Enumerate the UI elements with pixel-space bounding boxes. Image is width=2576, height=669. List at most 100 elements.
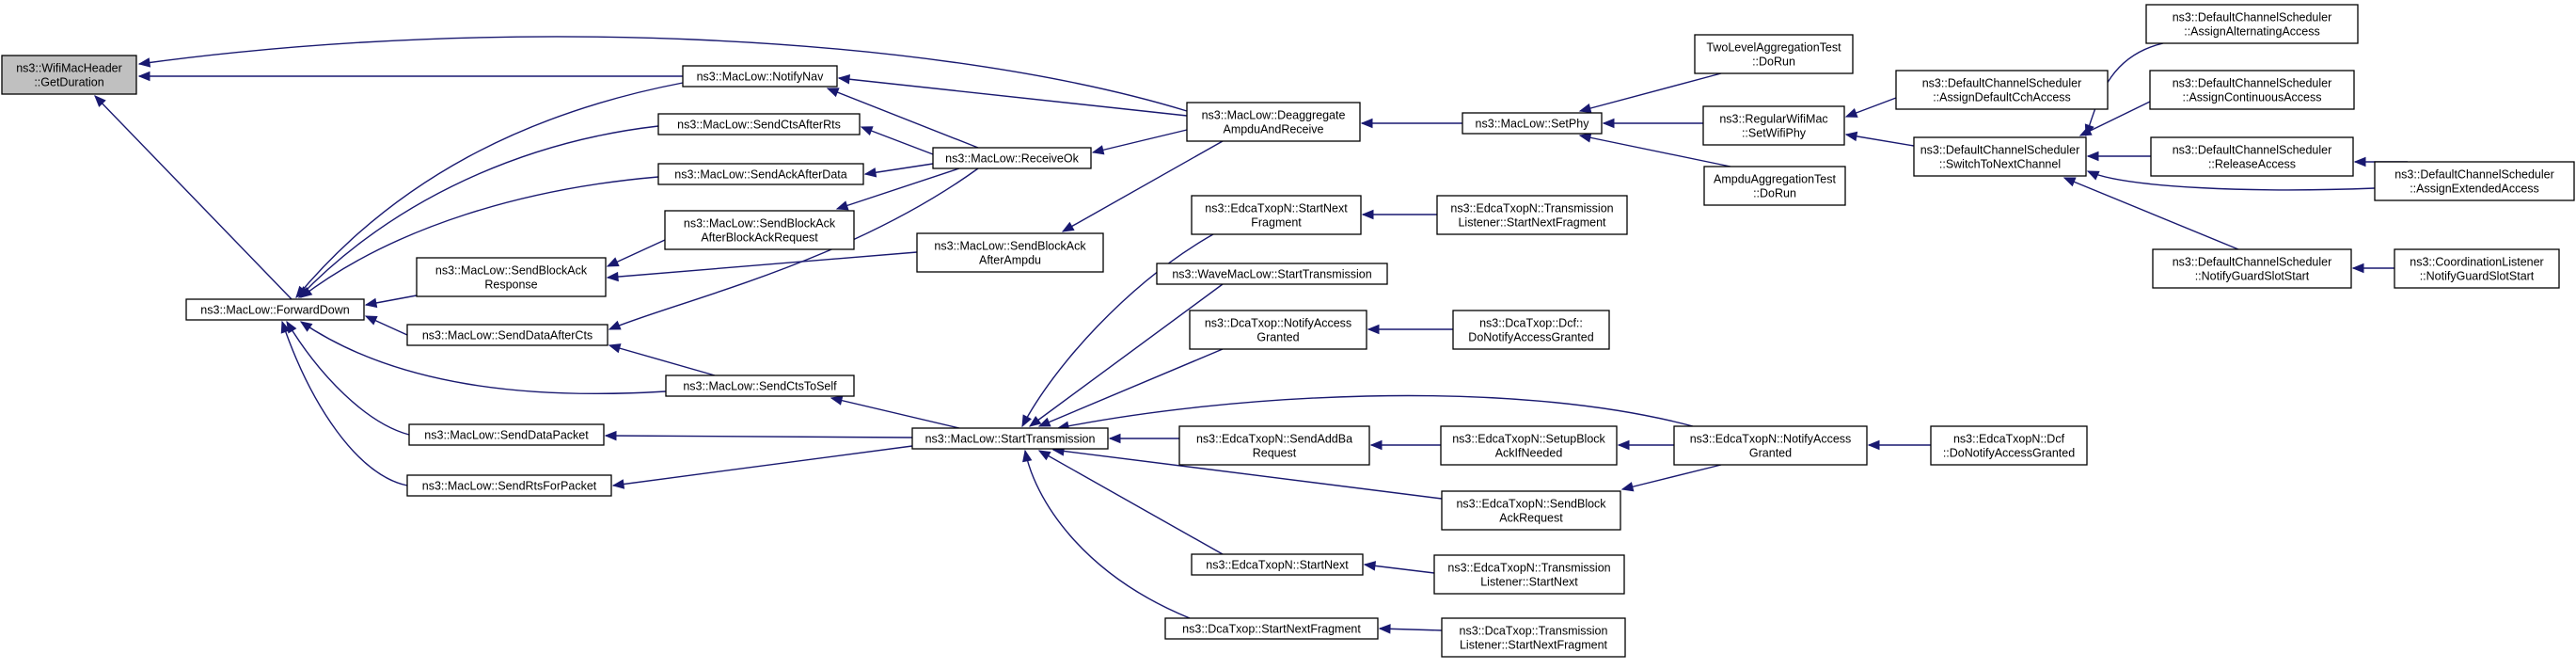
edge-line [1364, 564, 1435, 574]
edge-arrowhead [606, 257, 620, 267]
node-dcs-assigncontinuousaccess[interactable]: ns3::DefaultChannelScheduler::AssignCont… [2149, 70, 2355, 110]
node-label-line: Listener::StartNext [1480, 576, 1578, 589]
edge-line [612, 445, 913, 486]
edge-edcatxopn_sendaddbarequest-to-maclow_starttransmission [1108, 433, 1179, 444]
edge-line [2063, 177, 2239, 250]
node-label-line: ns3::MacLow::SendAckAfterData [674, 168, 846, 182]
node-label-line: ns3::MacLow::SendRtsForPacket [422, 480, 597, 493]
node-label-line: ns3::DefaultChannelScheduler [2173, 77, 2332, 90]
node-label-line: AmpduAggregationTest [1714, 173, 1836, 186]
node-label-line: ns3::MacLow::SetPhy [1476, 118, 1590, 131]
node-label-line: ns3::MacLow::SendBlockAck [934, 240, 1086, 253]
node-maclow-senddatapacket[interactable]: ns3::MacLow::SendDataPacket [408, 423, 605, 446]
edge-maclow_setphy-to-maclow_deaggregateampduandreceive [1360, 118, 1462, 129]
node-label-line: ns3::WaveMacLow::StartTransmission [1172, 268, 1371, 281]
node-edcatxopn-notifyaccessgranted[interactable]: ns3::EdcaTxopN::NotifyAccessGranted [1673, 425, 1868, 466]
node-edcatxopn-tl-startnext[interactable]: ns3::EdcaTxopN::TransmissionListener::St… [1433, 554, 1625, 595]
node-maclow-starttransmission[interactable]: ns3::MacLow::StartTransmission [911, 427, 1109, 450]
edge-arrowhead [2351, 263, 2364, 274]
node-dcs-assignextendedaccess[interactable]: ns3::DefaultChannelScheduler::AssignExte… [2374, 161, 2575, 201]
edge-line [1052, 449, 1443, 500]
edge-line [830, 397, 960, 429]
node-maclow-forwarddown[interactable]: ns3::MacLow::ForwardDown [185, 298, 365, 321]
node-dcs-assignalternatingaccess[interactable]: ns3::DefaultChannelScheduler::AssignAlte… [2145, 4, 2359, 44]
node-coordinationlistener-notifyguardslotstart[interactable]: ns3::CoordinationListener::NotifyGuardSl… [2394, 248, 2560, 289]
node-label-line: ns3::MacLow::SendDataPacket [424, 429, 589, 442]
node-maclow-sendctsafterrts[interactable]: ns3::MacLow::SendCtsAfterRts [657, 113, 861, 135]
node-box [665, 374, 855, 397]
node-box [1156, 263, 1388, 285]
edge-arrowhead [608, 343, 622, 354]
node-box [664, 210, 855, 250]
node-dcs-assigndefaultcchaccess[interactable]: ns3::DefaultChannelScheduler::AssignDefa… [1895, 70, 2109, 110]
node-twolevelaggregationtest-dorun[interactable]: TwoLevelAggregationTest::DoRun [1694, 34, 1854, 74]
node-maclow-sendctstoself[interactable]: ns3::MacLow::SendCtsToSelf [665, 374, 855, 397]
node-maclow-sendblockackafterblockackrequest[interactable]: ns3::MacLow::SendBlockAckAfterBlockAckRe… [664, 210, 855, 250]
node-maclow-sendrtsforpacket[interactable]: ns3::MacLow::SendRtsForPacket [406, 474, 612, 497]
edge-arrowhead [1367, 324, 1380, 335]
node-edcatxopn-startnext[interactable]: ns3::EdcaTxopN::StartNext [1191, 553, 1364, 576]
node-maclow-sendackafterdata[interactable]: ns3::MacLow::SendAckAfterData [657, 163, 864, 185]
edge-line [1021, 233, 1214, 427]
edge-line [1845, 134, 1915, 147]
node-dcatxop-tl-startnextfragment[interactable]: ns3::DcaTxop::TransmissionListener::Star… [1441, 617, 1626, 658]
edge-arrowhead [860, 126, 874, 135]
node-label-line: ns3::DcaTxop::Dcf:: [1479, 317, 1583, 330]
edge-edcatxopn_tl_startnextfragment-to-edcatxopn_startnextfragment [1361, 209, 1437, 220]
node-edcatxopn-dcf-donotifyaccessgranted[interactable]: ns3::EdcaTxopN::Dcf::DoNotifyAccessGrant… [1930, 425, 2088, 466]
node-box [1191, 553, 1364, 576]
node-dcatxop-startnextfragment[interactable]: ns3::DcaTxop::StartNextFragment [1164, 617, 1379, 640]
node-box [1, 55, 137, 95]
edge-dcatxop_dcf_donotifyaccessgranted-to-dcatxop_notifyaccessgranted [1367, 324, 1453, 335]
node-dcs-notifyguardslotstart[interactable]: ns3::DefaultChannelScheduler::NotifyGuar… [2152, 248, 2352, 289]
node-maclow-notifynav[interactable]: ns3::MacLow::NotifyNav [682, 65, 838, 88]
edge-line [608, 167, 979, 330]
node-label-line: ::AssignDefaultCchAccess [1933, 91, 2071, 104]
edge-twolevelaggregationtest_dorun-to-maclow_setphy [1578, 72, 1722, 114]
node-dcatxop-notifyaccessgranted[interactable]: ns3::DcaTxop::NotifyAccessGranted [1189, 310, 1367, 350]
node-label-line: AfterBlockAckRequest [701, 231, 818, 245]
edge-arrowhead [1363, 561, 1377, 571]
node-maclow-setphy[interactable]: ns3::MacLow::SetPhy [1462, 112, 1603, 135]
edge-arrowhead [1021, 414, 1032, 428]
nodes-layer: ns3::WifiMacHeader::GetDurationns3::MacL… [1, 4, 2575, 658]
node-edcatxopn-tl-startnextfragment[interactable]: ns3::EdcaTxopN::TransmissionListener::St… [1436, 195, 1628, 235]
node-label-line: ns3::EdcaTxopN::SendBlock [1456, 498, 1606, 511]
node-label-line: ::GetDuration [34, 76, 103, 89]
node-label-line: ns3::EdcaTxopN::StartNext [1205, 202, 1348, 215]
node-wifimacheader-getduration[interactable]: ns3::WifiMacHeader::GetDuration [1, 55, 137, 95]
node-regularwifimac-setwifiphy[interactable]: ns3::RegularWifiMac::SetWifiPhy [1702, 105, 1845, 146]
node-wavemaclow-starttransmission[interactable]: ns3::WaveMacLow::StartTransmission [1156, 263, 1388, 285]
node-dcs-switchtonextchannel[interactable]: ns3::DefaultChannelScheduler::SwitchToNe… [1913, 136, 2087, 177]
node-box [1441, 617, 1626, 658]
node-maclow-senddataafterCts[interactable]: ns3::MacLow::SendDataAfterCts [406, 324, 608, 346]
node-label-line: ns3::DefaultChannelScheduler [1920, 144, 2080, 157]
edge-line [1038, 450, 1224, 555]
node-label-line: ns3::EdcaTxopN::Dcf [1953, 433, 2065, 446]
edge-maclow_receiveok-to-maclow_senddataafterCts [608, 167, 979, 330]
node-dcatxop-dcf-donotifyaccessgranted[interactable]: ns3::DcaTxop::Dcf::DoNotifyAccessGranted [1452, 310, 1610, 350]
node-label-line: ns3::MacLow::SendCtsAfterRts [677, 119, 841, 132]
node-ampduaggregationtest-dorun[interactable]: AmpduAggregationTest::DoRun [1703, 166, 1846, 206]
node-edcatxopn-startnextfragment[interactable]: ns3::EdcaTxopN::StartNextFragment [1191, 195, 1362, 235]
edge-maclow_sendblockackresponse-to-maclow_forwarddown [364, 295, 418, 309]
node-box [406, 474, 612, 497]
node-label-line: ::SetWifiPhy [1742, 127, 1807, 140]
node-maclow-receiveok[interactable]: ns3::MacLow::ReceiveOk [932, 147, 1092, 169]
node-label-line: ::SwitchToNextChannel [1939, 158, 2061, 171]
edge-arrowhead [364, 297, 378, 309]
edge-line [1579, 72, 1722, 112]
node-label-line: ::AssignAlternatingAccess [2184, 25, 2320, 39]
edge-regularwifimac_setwifiphy-to-maclow_setphy [1602, 118, 1703, 129]
node-dcs-releaseaccess[interactable]: ns3::DefaultChannelScheduler::ReleaseAcc… [2150, 136, 2354, 177]
edge-maclow_sendctstoself-to-maclow_forwarddown [299, 321, 667, 395]
edge-arrowhead [1578, 103, 1592, 114]
edge-arrowhead [1028, 415, 1042, 427]
